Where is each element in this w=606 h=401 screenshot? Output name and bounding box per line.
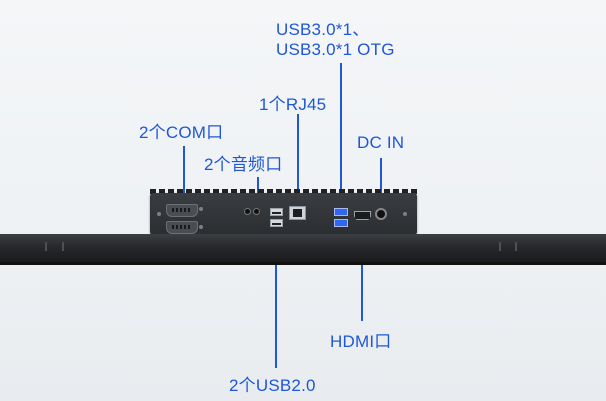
- com-leader: [183, 146, 185, 202]
- usb3-label-line2: USB3.0*1 OTG: [276, 40, 395, 59]
- monitor-base: [0, 262, 606, 265]
- bezel-slot: [499, 242, 501, 251]
- device-vents: [150, 189, 417, 194]
- audio-label: 2个音频口: [204, 155, 283, 174]
- screw-icon: [199, 207, 203, 211]
- dc-in-label: DC IN: [357, 133, 405, 152]
- monitor-bezel: [0, 234, 606, 262]
- bezel-slot: [62, 242, 64, 251]
- dc-in-port: [375, 208, 387, 220]
- dc-in-leader: [380, 158, 382, 206]
- audio-port-1: [244, 208, 251, 215]
- usb2-port-1: [270, 208, 283, 216]
- hdmi-port: [354, 211, 371, 220]
- usb2-port-2: [270, 219, 283, 227]
- usb3-label-line1: USB3.0*1、: [276, 20, 370, 39]
- bezel-slot: [515, 242, 517, 251]
- audio-port-2: [253, 208, 260, 215]
- hdmi-label: HDMI口: [330, 332, 392, 351]
- usb3-leader: [340, 63, 342, 203]
- rj45-leader: [297, 114, 299, 206]
- screw-icon: [199, 225, 203, 229]
- usb2-leader: [275, 218, 277, 368]
- bezel-slot: [45, 242, 47, 251]
- usb3-port-1: [334, 208, 348, 216]
- screw-icon: [403, 212, 407, 216]
- com-label: 2个COM口: [139, 123, 224, 142]
- com-port-1: [166, 204, 198, 217]
- hdmi-leader: [361, 218, 363, 321]
- rj45-port: [289, 206, 306, 220]
- rj45-label: 1个RJ45: [259, 95, 327, 114]
- screw-icon: [157, 212, 161, 216]
- usb2-label: 2个USB2.0: [229, 376, 316, 395]
- usb3-port-otg: [334, 219, 348, 227]
- com-port-2: [166, 221, 198, 234]
